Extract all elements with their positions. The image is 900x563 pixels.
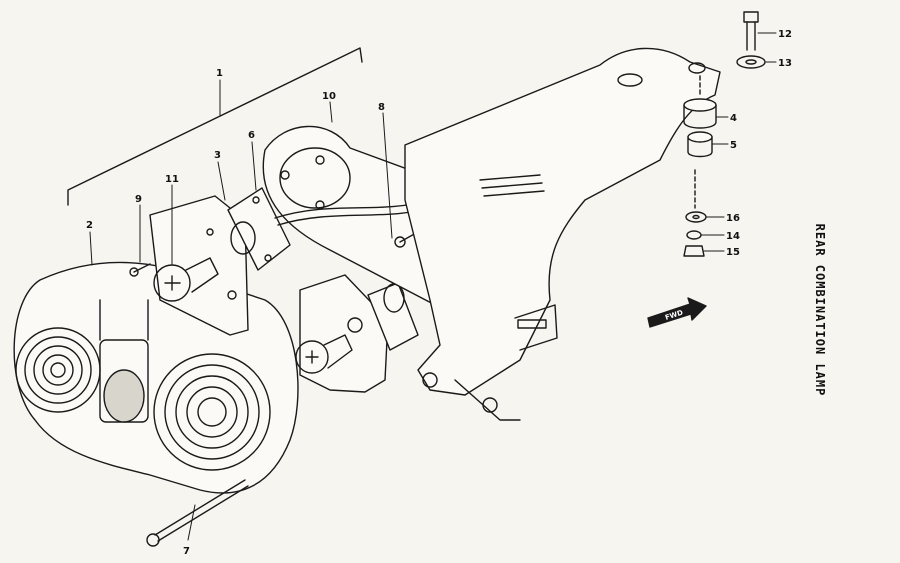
callout-numbers: 1 2 3 4 5 6 7 8 9 10 11 12 13 14 15 16	[86, 29, 792, 557]
lens-housing	[13, 261, 299, 494]
small-screw-9	[129, 263, 151, 277]
leader-lines	[89, 32, 777, 541]
callout-5: 5	[730, 140, 737, 151]
callout-3: 3	[214, 150, 221, 161]
callout-2: 2	[86, 220, 93, 231]
callout-13: 13	[778, 58, 792, 69]
page-title: REAR COMBINATION LAMP	[813, 223, 827, 397]
socket-plate-lower	[295, 274, 389, 393]
callout-7: 7	[183, 546, 190, 557]
long-screw	[146, 479, 249, 547]
callout-16: 16	[726, 213, 740, 224]
hardware-stack	[683, 11, 766, 257]
forward-arrow-icon	[647, 297, 707, 328]
callout-9: 9	[135, 194, 142, 205]
mounting-bracket	[404, 47, 721, 421]
callout-1: 1	[216, 68, 223, 79]
callout-4: 4	[730, 113, 737, 124]
callout-14: 14	[726, 231, 740, 242]
callout-12: 12	[778, 29, 792, 40]
callout-6: 6	[248, 130, 255, 141]
assembly-bracket-line	[67, 47, 363, 206]
callout-10: 10	[322, 91, 336, 102]
callout-8: 8	[378, 102, 385, 113]
callout-15: 15	[726, 247, 740, 258]
gasket	[227, 187, 291, 271]
callout-11: 11	[165, 174, 179, 185]
